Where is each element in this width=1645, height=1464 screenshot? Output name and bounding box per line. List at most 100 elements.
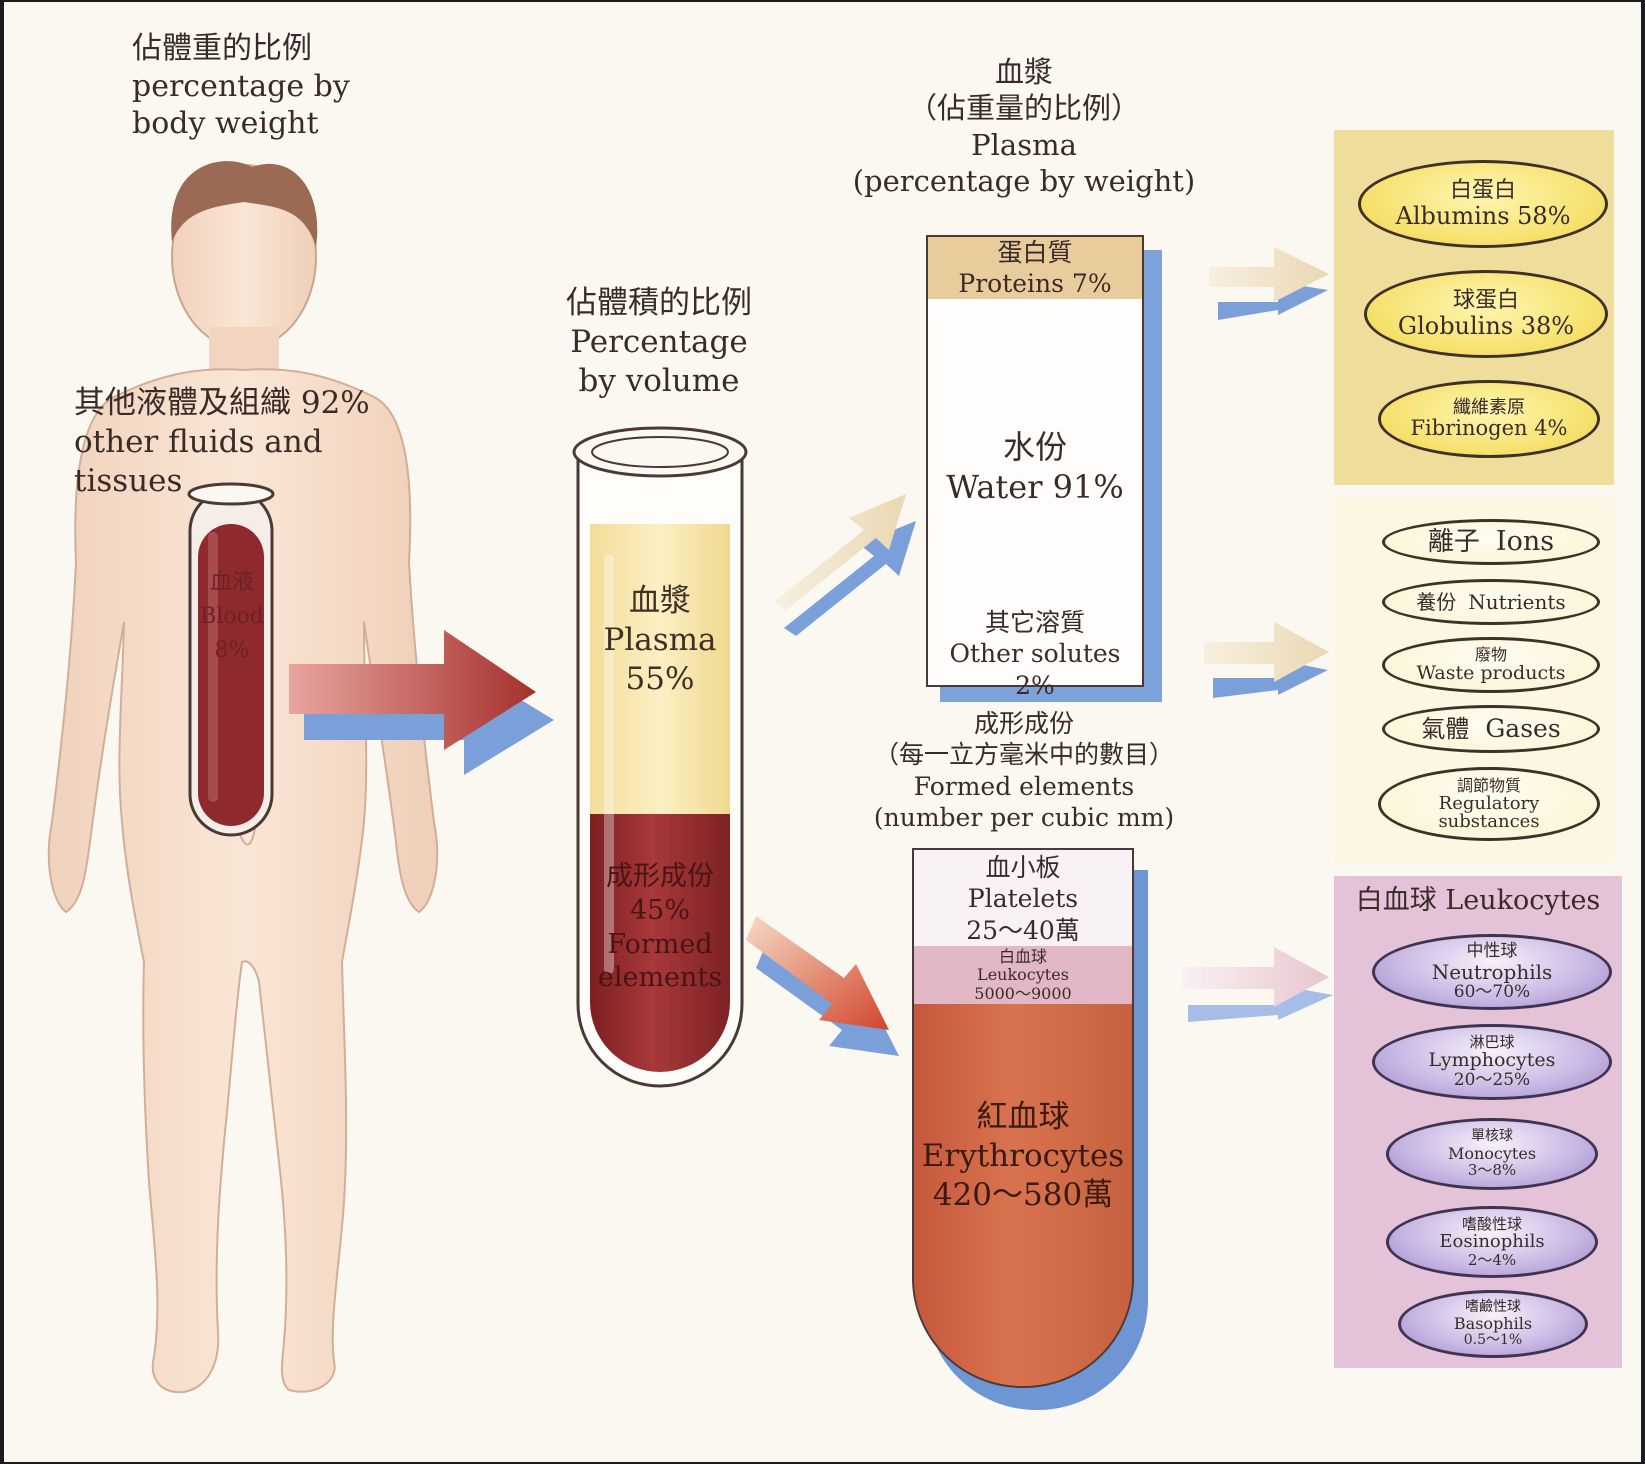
lymphocytes-zh: 淋巴球 — [1469, 1034, 1514, 1051]
lymphocytes-pct: 20～25% — [1454, 1071, 1530, 1090]
formed-title-en: Formed elements — [824, 771, 1224, 802]
formed-title-zh: 成形成份 — [824, 708, 1224, 739]
solutes-zh: 其它溶質 — [928, 607, 1142, 638]
water-zh: 水份 — [928, 427, 1142, 467]
nutrients-en: Nutrients — [1468, 591, 1565, 613]
leukocytes-label: 白血球 Leukocytes 5000～9000 — [914, 948, 1132, 1003]
solutes-en: Other solutes — [928, 638, 1142, 669]
formed-volume-en-1: Formed — [570, 928, 750, 962]
albumins-oval: 白蛋白 Albumins 58% — [1358, 160, 1608, 248]
albumins-en: Albumins 58% — [1395, 203, 1570, 229]
formed-volume-en-2: elements — [570, 961, 750, 995]
formed-elements-tube: 血小板 Platelets 25～40萬 白血球 Leukocytes 5000… — [912, 848, 1134, 1388]
eosinophils-pct: 2～4% — [1468, 1252, 1516, 1269]
globulins-en: Globulins 38% — [1398, 313, 1574, 339]
ions-en: Ions — [1496, 527, 1554, 557]
globulins-zh: 球蛋白 — [1453, 289, 1519, 313]
formed-subtitle-en: (number per cubic mm) — [824, 802, 1224, 833]
regulatory-en: Regulatory substances — [1429, 795, 1549, 831]
neutrophils-pct: 60～70% — [1454, 983, 1530, 1002]
platelets-val: 25～40萬 — [914, 915, 1132, 946]
nutrients-zh: 養份 — [1416, 591, 1456, 613]
arrow-to-leuko-panel — [1182, 947, 1333, 1022]
volume-title: 佔體積的比例 Percentage by volume — [524, 284, 794, 400]
water-label: 水份 Water 91% — [928, 427, 1142, 507]
leukocytes-val: 5000～9000 — [914, 985, 1132, 1003]
lymphocytes-en: Lymphocytes — [1429, 1050, 1556, 1071]
eosinophils-zh: 嗜酸性球 — [1462, 1216, 1522, 1233]
proteins-zh: 蛋白質 — [928, 237, 1142, 268]
basophils-zh: 嗜鹼性球 — [1465, 1300, 1521, 1315]
arrow-to-proteins-panel — [1209, 247, 1329, 320]
plasma-title: 血漿 （佔重量的比例） Plasma (percentage by weight… — [824, 54, 1224, 199]
plasma-subtitle-en: (percentage by weight) — [824, 163, 1224, 199]
formed-subtitle-zh: （每一立方毫米中的數目） — [824, 739, 1224, 770]
erythrocytes-en: Erythrocytes — [914, 1137, 1132, 1176]
solutes-pct: 2% — [928, 670, 1142, 701]
plasma-subtitle-zh: （佔重量的比例） — [824, 90, 1224, 126]
erythrocytes-val: 420～580萬 — [914, 1176, 1132, 1215]
neutrophils-oval: 中性球 Neutrophils 60～70% — [1372, 934, 1612, 1010]
monocytes-en: Monocytes — [1448, 1145, 1536, 1163]
plasma-volume-zh: 血漿 — [570, 582, 750, 621]
platelets-zh: 血小板 — [914, 852, 1132, 883]
basophils-en: Basophils — [1454, 1315, 1532, 1333]
neutrophils-en: Neutrophils — [1432, 961, 1553, 983]
plasma-composition-box: 蛋白質 Proteins 7% 水份 Water 91% 其它溶質 Other … — [926, 235, 1144, 687]
leukocytes-en: Leukocytes — [914, 966, 1132, 984]
formed-volume-pct: 45% — [570, 894, 750, 928]
plasma-title-zh: 血漿 — [824, 54, 1224, 90]
plasma-proteins-panel: 白蛋白 Albumins 58% 球蛋白 Globulins 38% 纖維素原 … — [1334, 130, 1614, 485]
eosinophils-en: Eosinophils — [1439, 1232, 1544, 1252]
formed-title: 成形成份 （每一立方毫米中的數目） Formed elements (numbe… — [824, 708, 1224, 833]
globulins-oval: 球蛋白 Globulins 38% — [1364, 270, 1608, 358]
waste-products-en: Waste products — [1417, 663, 1566, 684]
leukocytes-panel: 白血球 Leukocytes 中性球 Neutrophils 60～70% 淋巴… — [1334, 876, 1622, 1368]
proteins-en: Proteins 7% — [928, 268, 1142, 299]
monocytes-zh: 單核球 — [1471, 1129, 1513, 1144]
solutes-label: 其它溶質 Other solutes 2% — [928, 607, 1142, 701]
neutrophils-zh: 中性球 — [1467, 942, 1518, 961]
platelets-en: Platelets — [914, 883, 1132, 914]
gases-oval: 氣體 Gases — [1382, 705, 1600, 753]
plasma-volume-en: Plasma — [570, 621, 750, 660]
plasma-volume-pct: 55% — [570, 660, 750, 699]
formed-volume-zh: 成形成份 — [570, 860, 750, 894]
basophils-oval: 嗜鹼性球 Basophils 0.5～1% — [1398, 1290, 1588, 1358]
fibrinogen-oval: 纖維素原 Fibrinogen 4% — [1378, 380, 1600, 458]
monocytes-oval: 單核球 Monocytes 3～8% — [1386, 1118, 1598, 1190]
diagram-canvas: 佔體重的比例 percentage by body weight 其他液體及組織… — [4, 2, 1641, 1462]
volume-title-en-1: Percentage — [524, 323, 794, 362]
erythrocytes-label: 紅血球 Erythrocytes 420～580萬 — [914, 1098, 1132, 1214]
eosinophils-oval: 嗜酸性球 Eosinophils 2～4% — [1386, 1206, 1598, 1278]
lymphocytes-oval: 淋巴球 Lymphocytes 20～25% — [1372, 1024, 1612, 1100]
proteins-label: 蛋白質 Proteins 7% — [928, 237, 1142, 300]
leukocytes-panel-title: 白血球 Leukocytes — [1334, 884, 1622, 918]
basophils-pct: 0.5～1% — [1464, 1333, 1522, 1348]
arrow-to-formed — [746, 916, 899, 1056]
leukocytes-zh: 白血球 — [914, 948, 1132, 966]
fibrinogen-en: Fibrinogen 4% — [1410, 417, 1567, 440]
other-solutes-panel: 離子 Ions 養份 Nutrients 廢物 Waste products 氣… — [1334, 497, 1614, 862]
regulatory-substances-oval: 調節物質 Regulatory substances — [1378, 767, 1600, 841]
gases-zh: 氣體 — [1421, 716, 1469, 742]
volume-title-zh: 佔體積的比例 — [524, 284, 794, 323]
erythrocytes-zh: 紅血球 — [914, 1098, 1132, 1137]
plasma-title-en: Plasma — [824, 127, 1224, 163]
arrow-to-plasma — [774, 494, 916, 636]
volume-title-en-2: by volume — [524, 362, 794, 401]
nutrients-oval: 養份 Nutrients — [1382, 579, 1600, 625]
arrow-to-solutes-panel — [1204, 622, 1329, 698]
water-en: Water 91% — [928, 467, 1142, 507]
arrow-blood-to-tube — [289, 630, 554, 775]
platelets-label: 血小板 Platelets 25～40萬 — [914, 852, 1132, 946]
ions-zh: 離子 — [1428, 528, 1480, 557]
waste-products-zh: 廢物 — [1475, 646, 1507, 664]
monocytes-pct: 3～8% — [1468, 1162, 1516, 1179]
waste-products-oval: 廢物 Waste products — [1382, 637, 1600, 693]
plasma-volume-label: 血漿 Plasma 55% — [570, 582, 750, 698]
gases-en: Gases — [1485, 715, 1560, 743]
fibrinogen-zh: 纖維素原 — [1453, 398, 1525, 418]
ions-oval: 離子 Ions — [1382, 519, 1600, 565]
formed-volume-label: 成形成份 45% Formed elements — [570, 860, 750, 995]
